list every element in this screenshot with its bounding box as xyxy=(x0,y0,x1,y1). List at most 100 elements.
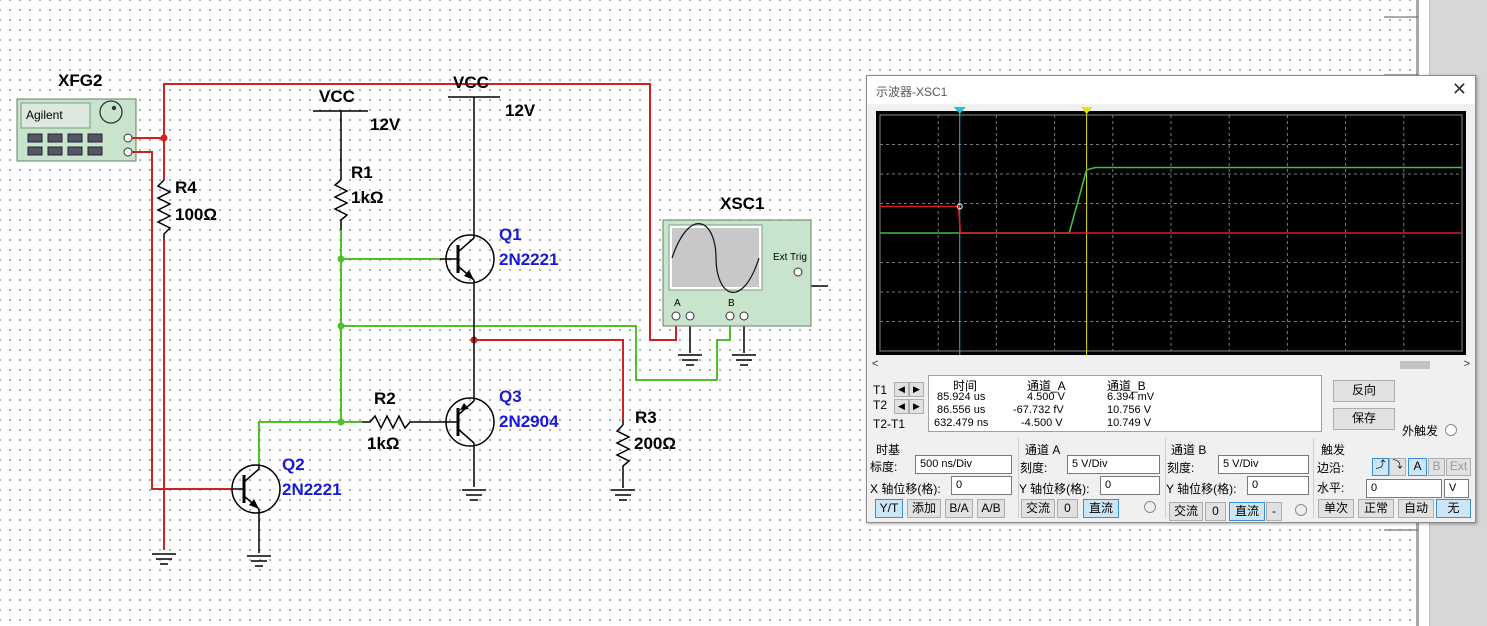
q3-name: Q3 xyxy=(499,387,522,406)
circuit-schematic: XFG2 Agilent xyxy=(16,71,828,567)
red-net-wires xyxy=(132,83,677,550)
trigger-level-field[interactable]: 0 xyxy=(1366,479,1442,498)
col-header-time: 时间 xyxy=(953,379,978,393)
oscilloscope-xsc1[interactable] xyxy=(662,219,812,327)
trigger-level-unit[interactable]: V xyxy=(1444,479,1469,498)
ground-symbols xyxy=(152,354,756,567)
channel-a-title: 通道 A xyxy=(1025,443,1061,457)
reverse-button[interactable]: 反向 xyxy=(1333,380,1395,402)
scope-channel-b-label: B xyxy=(728,298,735,309)
r3-value: 200Ω xyxy=(634,434,676,453)
channel-a-ypos-field[interactable]: 0 xyxy=(1100,476,1160,495)
vcc1-label: VCC xyxy=(319,87,355,106)
channel-b-radio[interactable] xyxy=(1295,504,1307,516)
row-label-t2: T2 xyxy=(873,398,888,412)
close-icon[interactable]: ✕ xyxy=(1451,79,1467,99)
channel-b-dc-button[interactable]: 直流 xyxy=(1229,502,1265,521)
channel-b-invert-button[interactable]: - xyxy=(1266,502,1282,521)
scope-traces xyxy=(880,111,1462,355)
t2-time: 86.556 us xyxy=(937,404,986,416)
normal-mode-button[interactable]: 正常 xyxy=(1358,499,1394,518)
scroll-right-icon[interactable]: > xyxy=(1463,358,1470,370)
channel-b-scale-field[interactable]: 5 V/Div xyxy=(1218,455,1309,474)
measurement-readout: 时间 通道_A 通道_B 85.924 us 4.500 V 6.394 mV … xyxy=(928,375,1322,432)
vcc2-voltage: 12V xyxy=(505,101,536,120)
channel-b-title: 通道 B xyxy=(1171,443,1207,457)
q3-part: 2N2904 xyxy=(499,412,559,431)
vcc1-voltage: 12V xyxy=(370,115,401,134)
delta-channel-b: 10.749 V xyxy=(1107,417,1152,429)
none-mode-button[interactable]: 无 xyxy=(1436,499,1471,518)
trigger-source-a-button[interactable]: A xyxy=(1408,458,1427,476)
agilent-brand-text: Agilent xyxy=(26,108,63,122)
channel-a-scale-field[interactable]: 5 V/Div xyxy=(1067,455,1160,474)
q2-part: 2N2221 xyxy=(282,480,342,499)
q2-name: Q2 xyxy=(282,455,305,474)
x-position-field[interactable]: 0 xyxy=(951,476,1012,495)
add-mode-button[interactable]: 添加 xyxy=(907,499,941,518)
timebase-scale-label: 标度: xyxy=(870,460,898,474)
ba-mode-button[interactable]: B/A xyxy=(945,499,973,518)
channel-b-ypos-label: Y 轴位移(格): xyxy=(1166,482,1237,496)
xfg2-label: XFG2 xyxy=(58,71,102,90)
cursor-t1-point xyxy=(956,203,963,210)
delta-time: 632.479 ns xyxy=(934,417,989,429)
timebase-title: 时基 xyxy=(876,443,901,457)
r4-name: R4 xyxy=(175,178,197,197)
channel-b-zero-button[interactable]: 0 xyxy=(1205,502,1226,521)
cursor-t1-marker xyxy=(953,107,966,114)
rising-edge-icon[interactable]: ⤴ xyxy=(1372,458,1389,476)
channel-a-zero-button[interactable]: 0 xyxy=(1057,499,1078,518)
t1-time: 85.924 us xyxy=(937,391,986,403)
row-label-t2-t1: T2-T1 xyxy=(873,417,906,431)
scroll-thumb[interactable] xyxy=(1400,361,1430,369)
timebase-scale-field[interactable]: 500 ns/Div xyxy=(915,455,1012,474)
r1-value: 1kΩ xyxy=(351,188,384,207)
scope-display[interactable] xyxy=(876,111,1466,355)
x-position-label: X 轴位移(格): xyxy=(870,482,941,496)
yt-mode-button[interactable]: Y/T xyxy=(875,499,903,518)
trigger-source-b-button[interactable]: B xyxy=(1428,458,1445,476)
ab-mode-button[interactable]: A/B xyxy=(977,499,1005,518)
horizontal-scrollbar[interactable]: < > xyxy=(867,358,1475,372)
r2-name: R2 xyxy=(374,389,396,408)
q1-name: Q1 xyxy=(499,225,522,244)
trigger-level-label: 水平: xyxy=(1317,481,1345,495)
r3-name: R3 xyxy=(635,408,657,427)
single-mode-button[interactable]: 单次 xyxy=(1318,499,1354,518)
cursor-markers[interactable] xyxy=(876,107,1466,117)
t2-left-arrow-icon[interactable]: ◀ xyxy=(894,399,909,414)
falling-edge-icon[interactable]: ⤵ xyxy=(1389,458,1406,476)
ext-trigger-radio[interactable] xyxy=(1445,424,1457,436)
function-generator-xfg2[interactable] xyxy=(16,98,137,162)
r1-name: R1 xyxy=(351,163,373,182)
trigger-source-ext-button[interactable]: Ext xyxy=(1446,458,1471,476)
auto-mode-button[interactable]: 自动 xyxy=(1398,499,1434,518)
ext-trig-label: Ext Trig xyxy=(773,252,807,263)
channel-b-ac-button[interactable]: 交流 xyxy=(1169,502,1203,521)
oscilloscope-window[interactable]: 示波器-XSC1 ✕ < > T1 T2 T2-T1 ◀ ▶ ◀ ▶ 时间 通道… xyxy=(866,75,1476,523)
channel-b-ypos-field[interactable]: 0 xyxy=(1247,476,1309,495)
col-header-channel-b: 通道_B xyxy=(1107,379,1146,393)
scope-channel-a-label: A xyxy=(674,298,681,309)
save-button[interactable]: 保存 xyxy=(1333,408,1395,430)
trace-channel-a xyxy=(880,205,1462,234)
trigger-title: 触发 xyxy=(1321,443,1346,457)
window-titlebar[interactable]: 示波器-XSC1 ✕ xyxy=(867,76,1475,104)
r2-value: 1kΩ xyxy=(367,434,400,453)
channel-a-scale-label: 刻度: xyxy=(1020,461,1048,475)
scroll-left-icon[interactable]: < xyxy=(872,358,879,370)
cursor-t2-marker xyxy=(1080,107,1093,114)
t1-right-arrow-icon[interactable]: ▶ xyxy=(909,382,924,397)
channel-a-ypos-label: Y 轴位移(格): xyxy=(1019,482,1090,496)
trigger-edge-label: 边沿: xyxy=(1317,461,1345,475)
channel-a-ac-button[interactable]: 交流 xyxy=(1021,499,1055,518)
channel-a-radio[interactable] xyxy=(1144,501,1156,513)
vcc2-label: VCC xyxy=(453,73,489,92)
t2-right-arrow-icon[interactable]: ▶ xyxy=(909,399,924,414)
delta-channel-a: -4.500 V xyxy=(1021,417,1063,429)
t2-channel-a: -67.732 fV xyxy=(1013,404,1064,416)
channel-a-dc-button[interactable]: 直流 xyxy=(1083,499,1119,518)
t1-channel-b: 6.394 mV xyxy=(1107,391,1155,403)
t1-left-arrow-icon[interactable]: ◀ xyxy=(894,382,909,397)
